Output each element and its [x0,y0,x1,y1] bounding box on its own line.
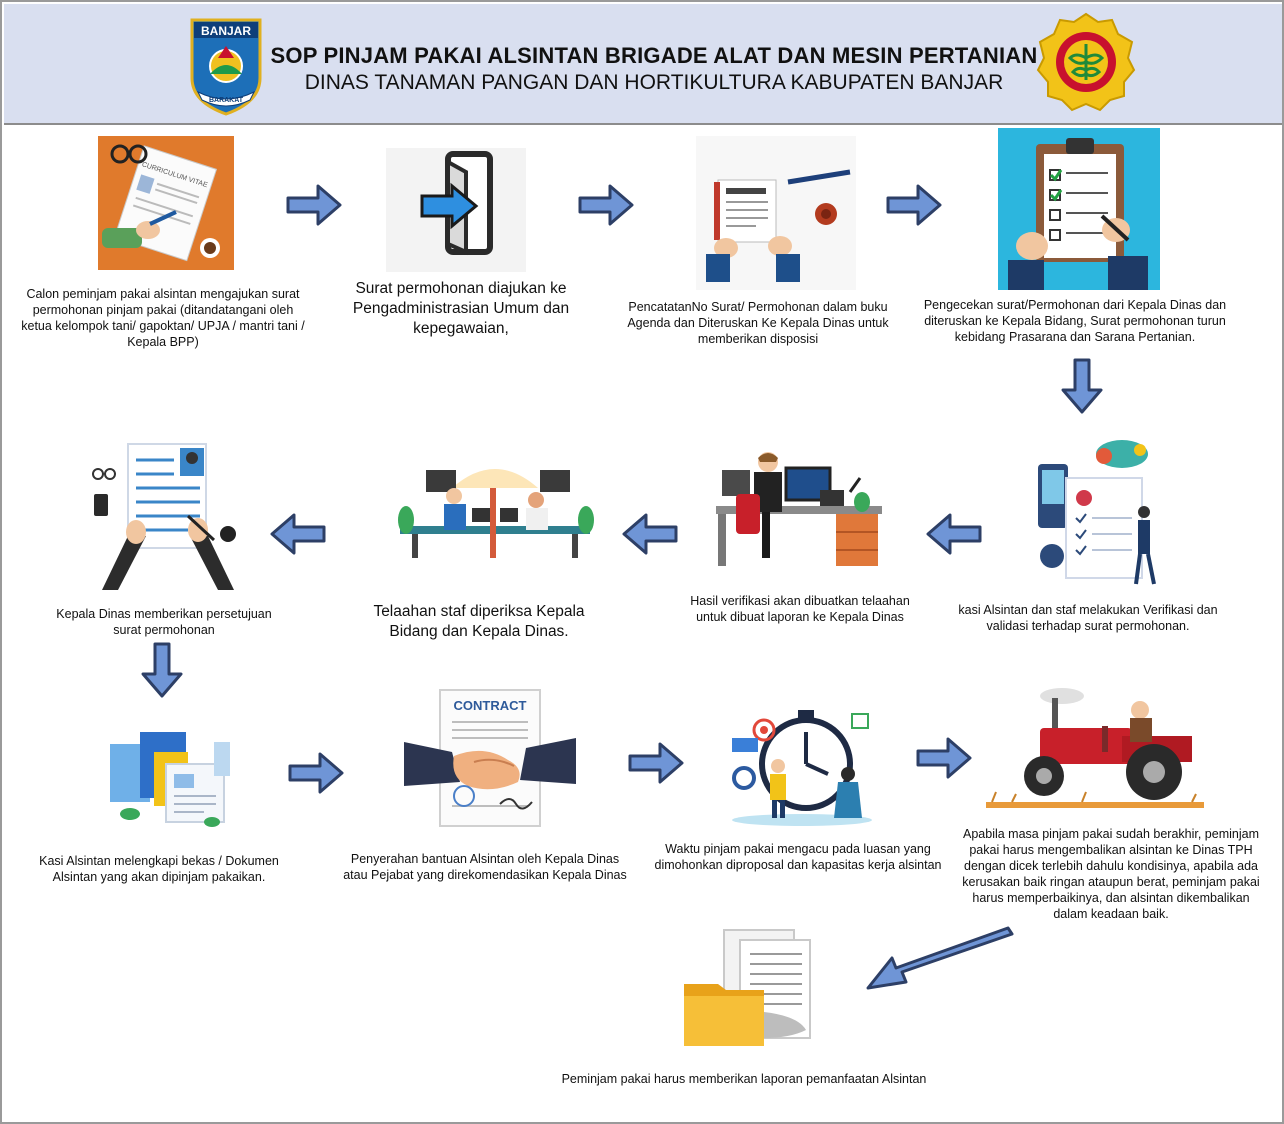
step8-caption: Kepala Dinas memberikan persetujuan sura… [56,607,272,637]
page-subtitle: DINAS TANAMAN PANGAN DAN HORTIKULTURA KA… [304,71,1004,94]
step4-checklist-clipboard-illustration [998,128,1160,290]
step7-office-staff-illustration [392,448,598,584]
step12-caption: Apabila masa pinjam pakai sudah berakhir… [962,827,1260,921]
arrow-step5-to-step6 [926,513,982,555]
arrow-step9-to-step10 [288,752,344,794]
contract-paper-title: CONTRACT [454,698,527,713]
step3-agenda-recording-illustration [696,136,856,290]
arrow-step10-to-step11 [628,742,684,784]
step13-caption: Peminjam pakai harus memberikan laporan … [561,1072,927,1086]
header-banner: BANJAR BARAKAT SOP PINJAM PAKAI ALSINTAN… [4,4,1282,125]
step12-tractor-return-illustration [982,684,1208,812]
step11-time-clock-illustration [726,704,876,828]
step11-caption: Waktu pinjam pakai mengacu pada luasan y… [654,842,942,872]
step2-submit-document-icon [386,148,526,272]
step5-verification-illustration [1032,434,1166,590]
step8-approval-signing-illustration [88,440,248,596]
arrow-step12-to-step13 [866,926,1014,990]
step1-application-letter-illustration: CURRICULUM VITAE [98,136,234,270]
arrow-step8-to-step9 [141,642,183,698]
ministry-agriculture-logo [1036,12,1136,112]
page-title: SOP PINJAM PAKAI ALSINTAN BRIGADE ALAT D… [270,43,1038,68]
arrow-step3-to-step4 [886,184,942,226]
banjar-logo-ribbon: BARAKAT [209,97,244,104]
arrow-step7-to-step8 [270,513,326,555]
step1-caption: Calon peminjam pakai alsintan mengajukan… [21,287,305,349]
arrow-step2-to-step3 [578,184,634,226]
banjar-regency-logo: BANJAR BARAKAT [190,18,262,116]
arrow-step11-to-step12 [916,737,972,779]
step10-caption: Penyerahan bantuan Alsintan oleh Kepala … [343,852,627,882]
step10-contract-handshake-illustration: CONTRACT [404,686,576,830]
step3-caption: PencatatanNo Surat/ Permohonan dalam buk… [627,300,889,346]
step6-caption: Hasil verifikasi akan dibuatkan telaahan… [690,594,910,624]
step13-report-folder-illustration [678,926,814,1058]
step7-caption: Telaahan staf diperiksa Kepala Bidang da… [373,603,585,640]
banjar-logo-text: BANJAR [201,24,251,38]
step4-caption: Pengecekan surat/Permohonan dari Kepala … [923,298,1227,344]
step9-caption: Kasi Alsintan melengkapi bekas / Dokumen… [39,854,279,884]
arrow-step6-to-step7 [622,513,678,555]
step2-caption: Surat permohonan diajukan ke Pengadminis… [352,280,570,337]
step6-desk-worker-illustration [712,448,884,572]
arrow-step4-to-step5 [1061,358,1103,414]
arrow-step1-to-step2 [286,184,342,226]
step5-caption: kasi Alsintan dan staf melakukan Verifik… [958,603,1218,633]
step9-documents-folders-illustration [100,722,236,842]
